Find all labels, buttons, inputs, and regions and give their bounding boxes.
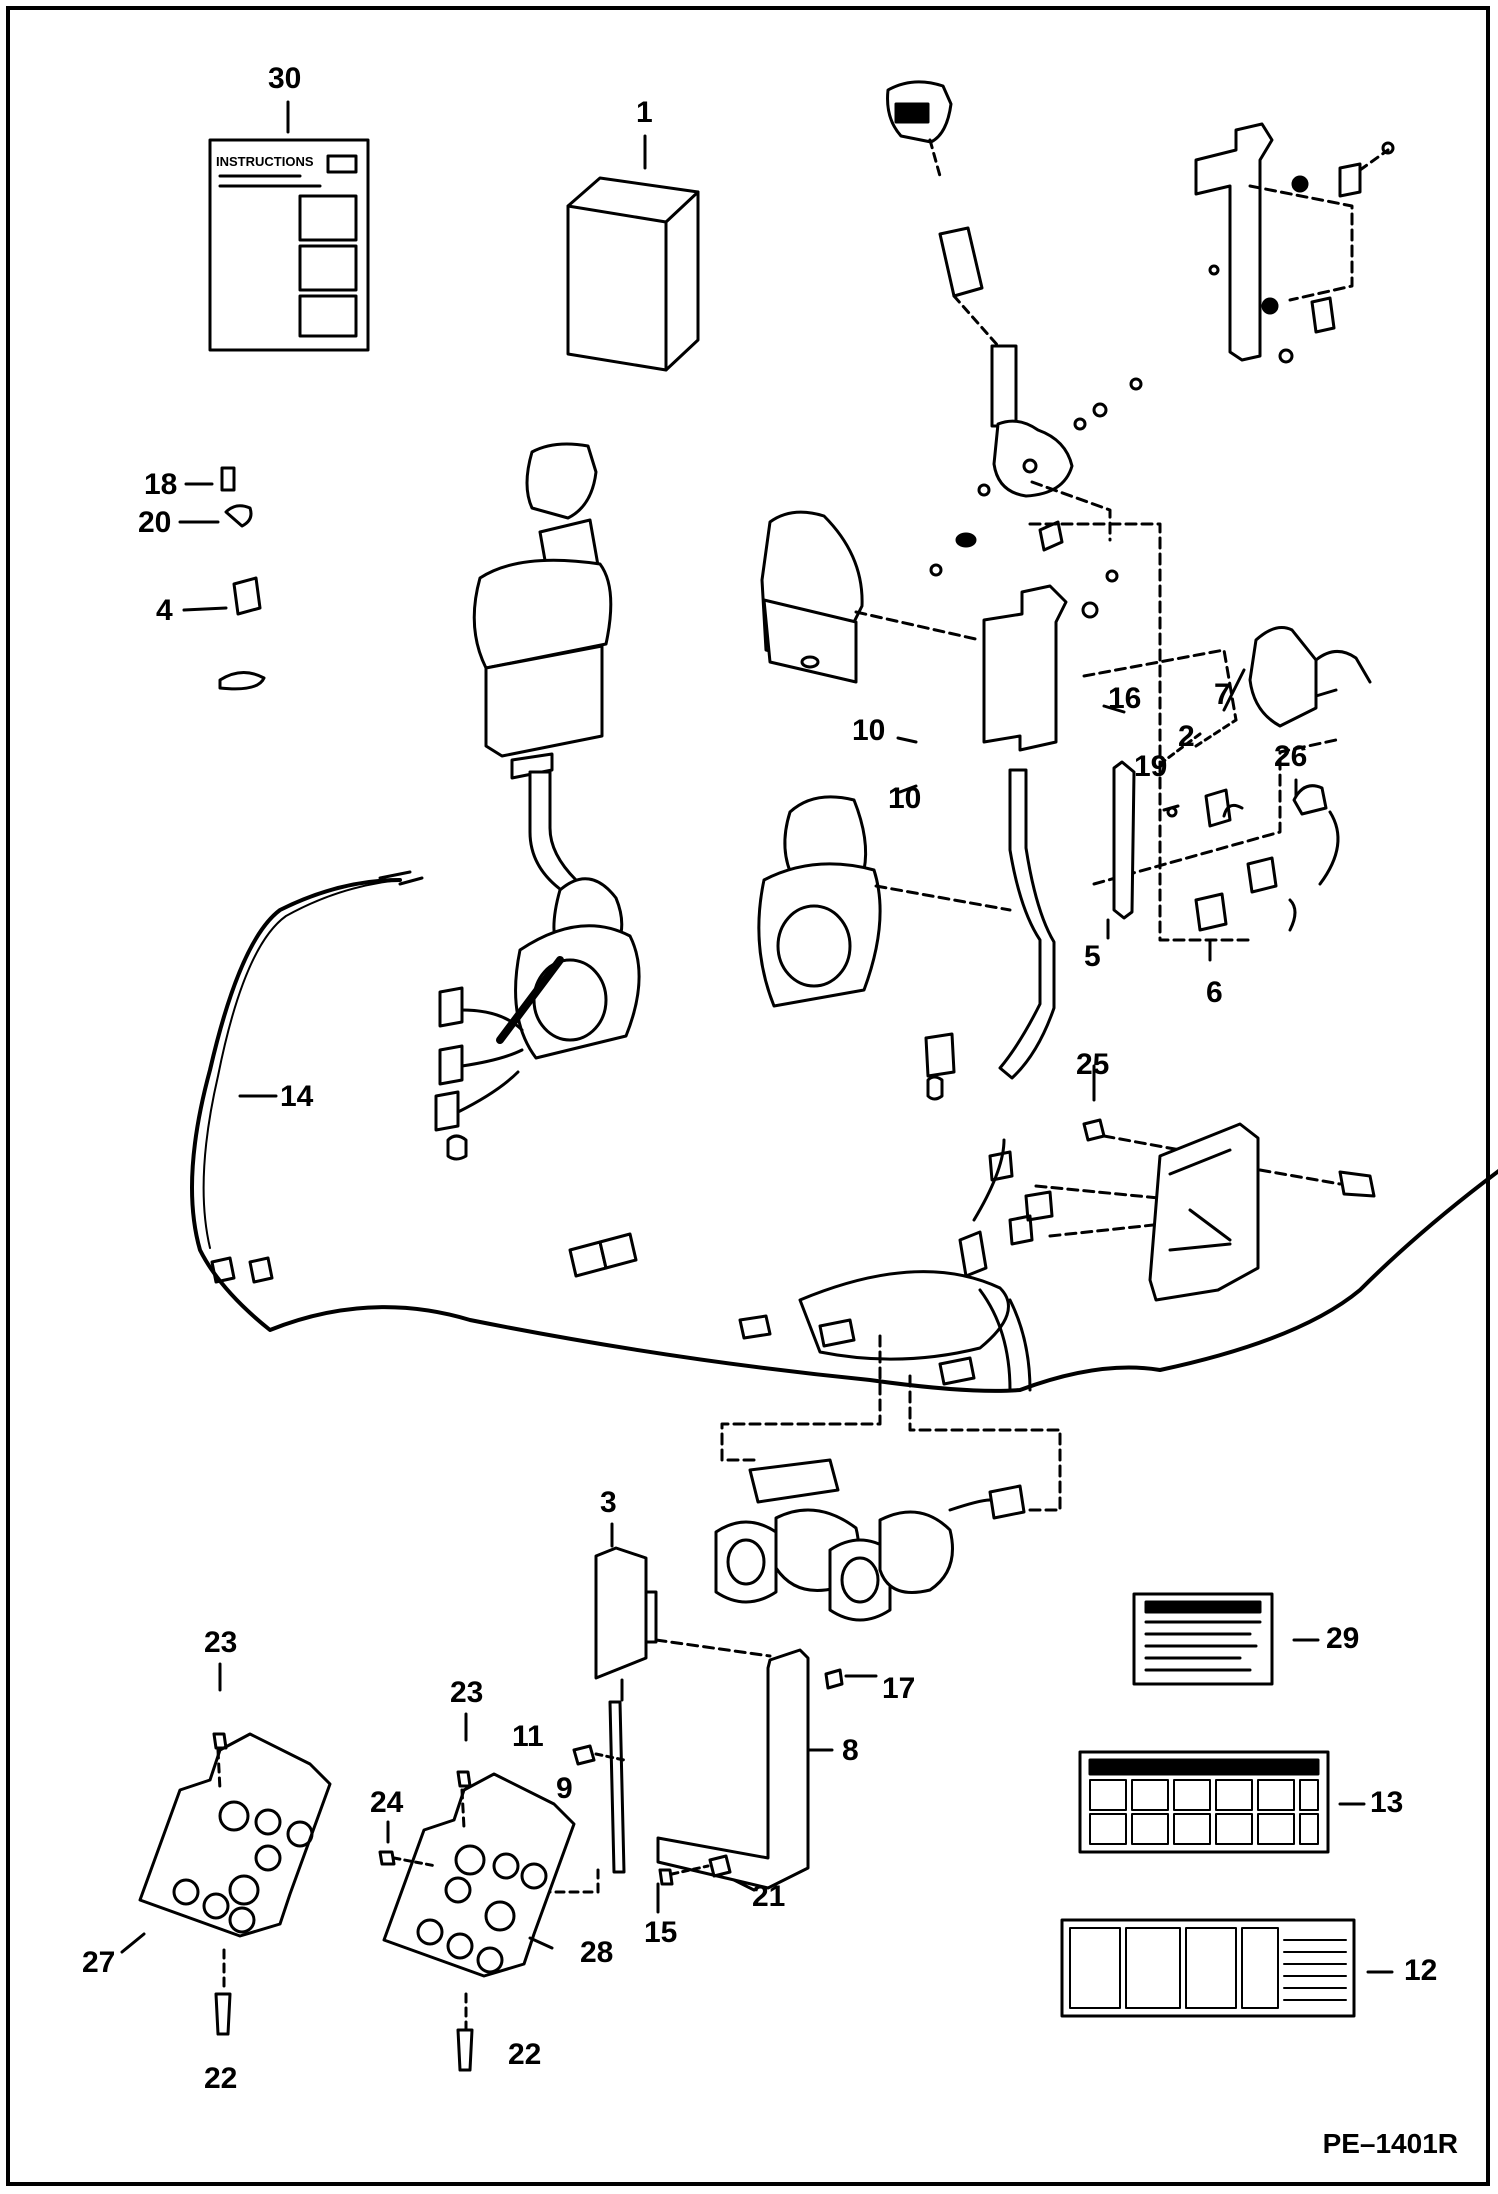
callout-23-right: 23 — [450, 1676, 484, 1709]
small-hardware-left — [218, 466, 266, 691]
callout-24: 24 — [370, 1786, 404, 1819]
callout-27: 27 — [82, 1946, 116, 1979]
callout-8: 8 — [842, 1734, 859, 1767]
pedal-plate-left — [138, 1732, 332, 2036]
callout-22-right: 22 — [508, 2038, 542, 2071]
joystick-boot-upper — [760, 510, 982, 684]
callout-4: 4 — [156, 594, 173, 627]
joystick-boot-lower — [757, 795, 1012, 1008]
callout-21: 21 — [752, 1880, 786, 1913]
callout-20: 20 — [138, 506, 172, 539]
callout-29: 29 — [1326, 1622, 1360, 1655]
diagram-frame — [6, 6, 1490, 2186]
callout-14: 14 — [280, 1080, 314, 1113]
decal-13 — [1078, 1750, 1330, 1854]
callout-16: 16 — [1108, 682, 1142, 715]
harness-mount-plate — [1082, 1118, 1376, 1302]
relay-assembly — [1082, 626, 1372, 932]
center-bracket — [924, 480, 1252, 1101]
switch-and-bracket — [546, 1546, 844, 1894]
callout-10-upper: 10 — [852, 714, 886, 747]
left-joystick-assembly — [434, 442, 641, 1161]
leader-lines — [120, 482, 1394, 1974]
callout-10-lower: 10 — [888, 782, 922, 815]
callout-1: 1 — [636, 96, 653, 129]
callout-26: 26 — [1274, 740, 1308, 773]
instructions-sheet — [208, 100, 370, 352]
pedal-plate-right — [378, 1770, 576, 2072]
decal-12 — [1060, 1918, 1356, 2018]
reference-code: PE–1401R — [1322, 2128, 1458, 2159]
callout-3: 3 — [600, 1486, 617, 1519]
callout-30: 30 — [268, 62, 302, 95]
callout-5: 5 — [1084, 940, 1101, 973]
callout-12: 12 — [1404, 1954, 1438, 1987]
callout-9: 9 — [556, 1772, 573, 1805]
callout-22-left: 22 — [204, 2062, 238, 2095]
callout-15: 15 — [644, 1916, 678, 1949]
callout-2: 2 — [1178, 720, 1195, 753]
wiring-harness — [190, 870, 1498, 1393]
callout-18: 18 — [144, 468, 178, 501]
callout-17: 17 — [882, 1672, 916, 1705]
instructions-sheet-title: INSTRUCTIONS — [216, 154, 314, 169]
right-joystick-assembly — [886, 80, 1143, 577]
decal-29 — [1132, 1592, 1274, 1686]
part-box — [566, 134, 700, 372]
callout-25: 25 — [1076, 1048, 1110, 1081]
callout-13: 13 — [1370, 1786, 1404, 1819]
callout-19: 19 — [1134, 750, 1168, 783]
callout-11: 11 — [512, 1720, 544, 1753]
callout-28: 28 — [580, 1936, 614, 1969]
callout-23-left: 23 — [204, 1626, 238, 1659]
callout-6: 6 — [1206, 976, 1223, 1009]
callout-7: 7 — [1214, 678, 1231, 711]
solenoid-valves — [714, 1334, 1062, 1622]
mounting-bracket — [1194, 122, 1395, 364]
